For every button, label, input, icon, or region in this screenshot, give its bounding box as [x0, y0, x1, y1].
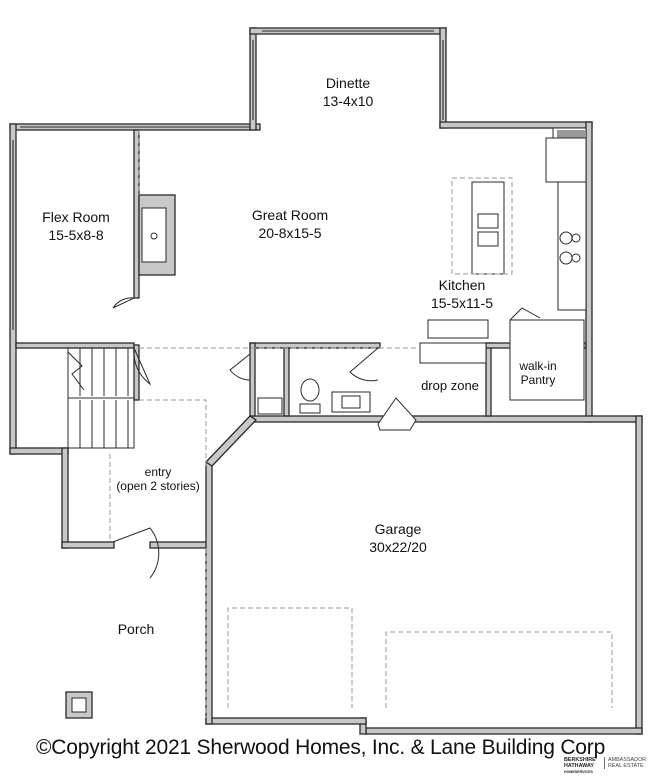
- powder-room-fixtures: [257, 378, 371, 415]
- logo-left-line1: BERKSHIRE: [564, 757, 596, 763]
- dashed-outlines: [109, 130, 613, 718]
- logo-right-line2: REAL ESTATE: [608, 763, 644, 769]
- porch-name: Porch: [118, 621, 155, 637]
- pantry-line2: Pantry: [521, 373, 556, 387]
- logo-right-line1: AMBASSADOR: [608, 757, 647, 763]
- logo-right-block: AMBASSADOR REAL ESTATE: [604, 757, 646, 769]
- drop-zone-name: drop zone: [421, 378, 479, 393]
- stair-break-line: [67, 351, 85, 391]
- logo-left-line2: HATHAWAY: [564, 763, 594, 769]
- flex-room-dims: 15-5x8-8: [48, 227, 103, 243]
- flex-room-name: Flex Room: [42, 209, 110, 225]
- fireplace: [138, 194, 176, 276]
- great-room-dims: 20-8x15-5: [258, 225, 321, 241]
- kitchen-fixtures: [419, 137, 587, 364]
- copyright-notice: ©Copyright 2021 Sherwood Homes, Inc. & L…: [36, 736, 606, 759]
- pantry-line1: walk-in: [518, 359, 556, 373]
- entry-line2: (open 2 stories): [116, 479, 199, 493]
- dinette-dims: 13-4x10: [323, 93, 374, 109]
- staircase: [67, 347, 135, 449]
- garage-dims: 30x22/20: [369, 539, 427, 555]
- porch-column: [65, 691, 93, 719]
- kitchen-dims: 15-5x11-5: [431, 295, 493, 311]
- door-swings: [112, 297, 417, 579]
- logo-left-block: BERKSHIRE HATHAWAY HOMESERVICES: [564, 757, 596, 775]
- logo-left-line3: HOMESERVICES: [564, 770, 593, 774]
- window-marks: [12, 30, 587, 330]
- dinette-name: Dinette: [326, 75, 371, 91]
- brokerage-logo: BERKSHIRE HATHAWAY HOMESERVICES AMBASSAD…: [564, 757, 648, 775]
- kitchen-name: Kitchen: [439, 277, 486, 293]
- pantry-shelving: [509, 319, 585, 401]
- entry-line1: entry: [145, 465, 172, 479]
- garage-name: Garage: [375, 521, 422, 537]
- great-room-name: Great Room: [252, 207, 328, 223]
